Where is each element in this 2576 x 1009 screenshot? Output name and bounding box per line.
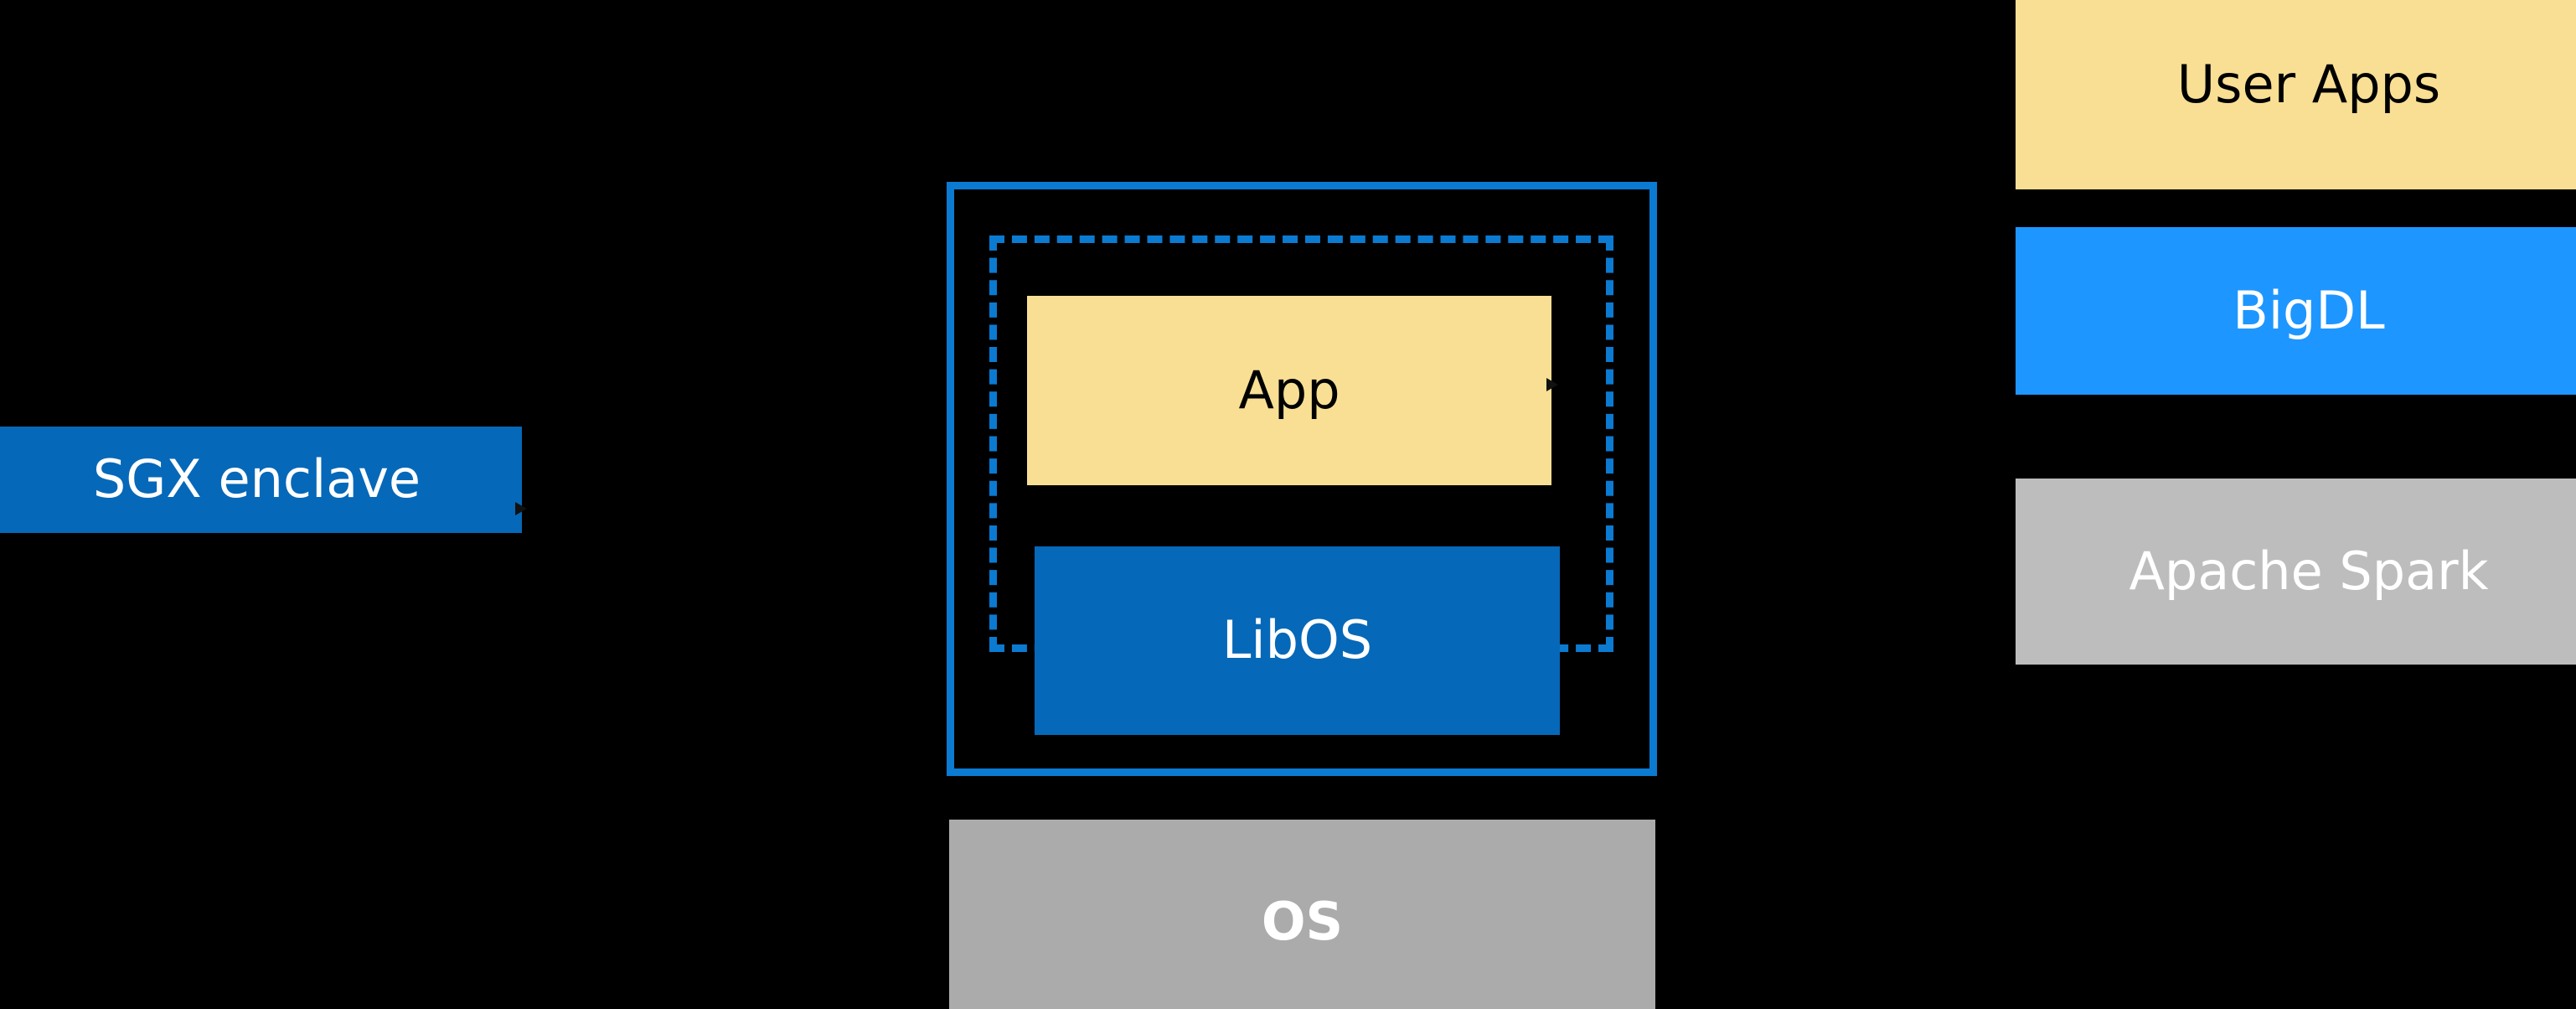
node-app: App [1027,296,1551,485]
container-enclave-outer [947,182,1657,776]
node-bigdl: BigDL [2016,227,2576,395]
node-sgx-enclave: SGX enclave [0,427,522,533]
node-libos: LibOS [1035,546,1560,735]
node-sgx-enclave-label: SGX enclave [92,448,421,510]
node-apache-spark: Apache Spark [2016,479,2576,665]
arrow-right-icon-sgx [515,502,527,515]
node-bigdl-label: BigDL [2233,279,2385,341]
node-os-label: OS [1261,891,1344,952]
node-os: OS [949,820,1655,1009]
node-app-label: App [1238,359,1340,421]
node-user-apps: User Apps [2016,0,2576,189]
node-apache-spark-label: Apache Spark [2129,540,2489,602]
node-user-apps-label: User Apps [2176,53,2441,115]
node-libos-label: LibOS [1221,609,1373,671]
arrow-right-icon-app [1546,378,1558,391]
